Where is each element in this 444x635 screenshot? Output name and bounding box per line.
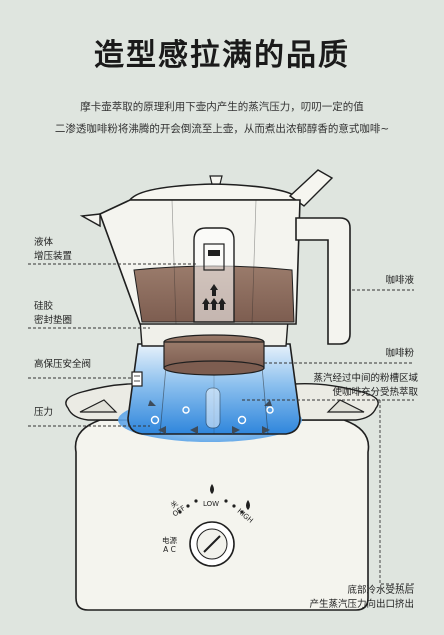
label-steam-line2: 使咖啡充分受热萃取 (332, 387, 418, 398)
label-coffee-powder: 咖啡粉 (385, 348, 414, 359)
label-bottom-water: 底部冷水受热后 产生蒸汽压力向出口挤出 (309, 584, 414, 612)
label-steam-extraction: 蒸汽经过中间的粉槽区域 使咖啡充分受热萃取 (313, 372, 418, 400)
callout-lines (28, 263, 416, 585)
upper-chamber (79, 169, 351, 345)
label-liquid-boost-line2: 增压装置 (34, 251, 73, 262)
label-silicone-line1: 硅胶 (34, 301, 54, 312)
label-silicone-line2: 密封垫圈 (34, 315, 73, 326)
label-steam-line1: 蒸汽经过中间的粉槽区域 (313, 373, 418, 384)
stove-power-en: A C (163, 545, 176, 554)
safety-valve (131, 371, 143, 387)
label-safety-valve: 高保压安全阀 (34, 359, 92, 370)
label-pressure: 压力 (34, 407, 54, 418)
page-title: 造型感拉满的品质 (94, 38, 350, 73)
label-liquid-boost: 液体 增压装置 (34, 236, 72, 264)
label-silicone-gasket: 硅胶 密封垫圈 (34, 300, 72, 328)
label-coffee-liquid: 咖啡液 (385, 275, 414, 286)
label-liquid-boost-line1: 液体 (34, 237, 54, 248)
stove-power-cn: 电源 (162, 536, 177, 545)
label-bottom-line2: 产生蒸汽压力向出口挤出 (309, 599, 414, 610)
flame-icon-low (210, 484, 214, 494)
intro-line-1: 摩卡壶萃取的原理利用下壶内产生的蒸汽压力，叨叨一定的值 (80, 101, 364, 113)
stove-low-label: LOW (203, 500, 220, 508)
label-bottom-line1: 底部冷水受热后 (347, 585, 414, 596)
coffee-basket (139, 319, 289, 376)
flame-icon-high (246, 500, 250, 510)
stove-control-panel (178, 484, 250, 567)
intro-line-2: 二渗透咖啡粉将沸腾的开会倒流至上壶，从而煮出浓郁醇香的意式咖啡~ (54, 123, 390, 135)
stove-power-label: 电源 A C (162, 536, 177, 554)
